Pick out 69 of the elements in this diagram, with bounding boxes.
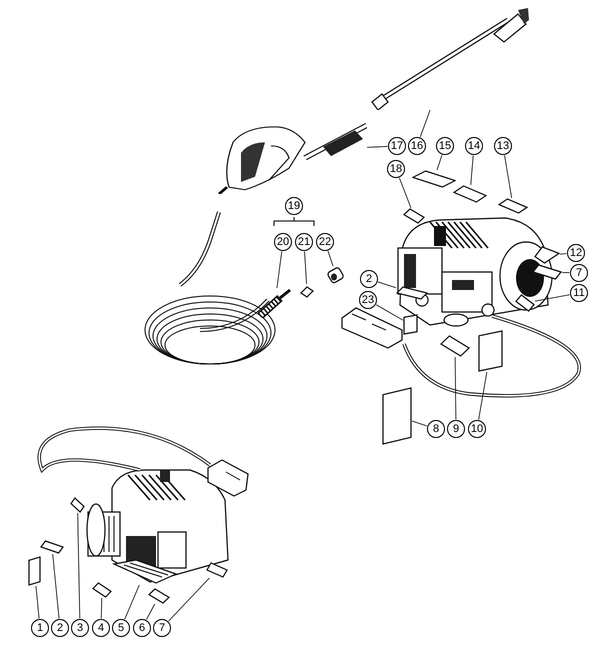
leader-line	[304, 251, 307, 284]
leader-line	[376, 304, 404, 321]
callout-number: 17	[388, 137, 406, 155]
leader-line	[124, 584, 140, 620]
leader-line	[366, 146, 388, 148]
leader-line	[420, 110, 430, 138]
callout-number: 2	[51, 619, 69, 637]
decal-label	[28, 556, 41, 586]
callout-number: 21	[295, 233, 313, 251]
callout-number: 11	[570, 284, 588, 302]
leader-line	[378, 282, 396, 288]
callout-number: 22	[316, 233, 334, 251]
decal-label	[515, 294, 535, 312]
callout-number: 18	[387, 160, 405, 178]
callout-number: 20	[274, 233, 292, 251]
decal-label	[412, 170, 456, 188]
leader-line	[328, 250, 334, 266]
callout-number: 9	[447, 420, 465, 438]
leader-line	[454, 356, 456, 420]
decal-label	[453, 185, 487, 203]
callout-number: 6	[133, 619, 151, 637]
callout-number: 8	[427, 420, 445, 438]
leader-line	[478, 372, 488, 420]
hose-fitting-drawing	[258, 288, 292, 318]
leader-line	[36, 586, 40, 619]
callout-number: 15	[436, 137, 454, 155]
callout-number: 7	[153, 619, 171, 637]
leader-line	[412, 420, 428, 426]
leader-line	[146, 604, 156, 620]
decal-label	[148, 588, 170, 604]
leader-line	[562, 272, 570, 274]
leader-line	[399, 177, 412, 208]
decal-label	[440, 335, 470, 357]
callout-number: 23	[359, 291, 377, 309]
callout-number: 13	[494, 137, 512, 155]
decal-label	[396, 286, 428, 300]
leader-line	[504, 154, 512, 198]
base-plate-drawing	[112, 558, 178, 585]
callout-number: 2	[360, 270, 378, 288]
callout-number: 3	[71, 619, 89, 637]
leader-line	[100, 598, 102, 619]
callout-number: 16	[408, 137, 426, 155]
callout-number: 19	[285, 197, 303, 215]
callout-number: 12	[567, 244, 585, 262]
leader-line	[534, 294, 570, 302]
leader-line	[276, 251, 282, 288]
decal-label	[498, 198, 528, 214]
callout-number: 7	[570, 264, 588, 282]
decal-label	[70, 497, 85, 513]
leader-line	[168, 578, 210, 622]
decal-label	[40, 540, 64, 554]
leader-line	[560, 253, 567, 254]
leader-line	[52, 554, 60, 619]
leader-line	[436, 154, 442, 170]
decal-label	[478, 330, 503, 372]
decal-label	[403, 208, 425, 224]
callout-number: 14	[465, 137, 483, 155]
leader-line	[77, 512, 80, 619]
decal-label	[92, 582, 112, 598]
decal-label	[206, 562, 228, 578]
decal-label	[382, 387, 412, 445]
decal-label	[532, 264, 562, 280]
callout-number: 4	[92, 619, 110, 637]
callout-number: 5	[112, 619, 130, 637]
adapter-fitting-drawing	[299, 284, 315, 299]
callout-number: 1	[31, 619, 49, 637]
leader-line	[470, 155, 474, 186]
callout-number: 10	[468, 420, 486, 438]
decal-label	[534, 246, 560, 264]
